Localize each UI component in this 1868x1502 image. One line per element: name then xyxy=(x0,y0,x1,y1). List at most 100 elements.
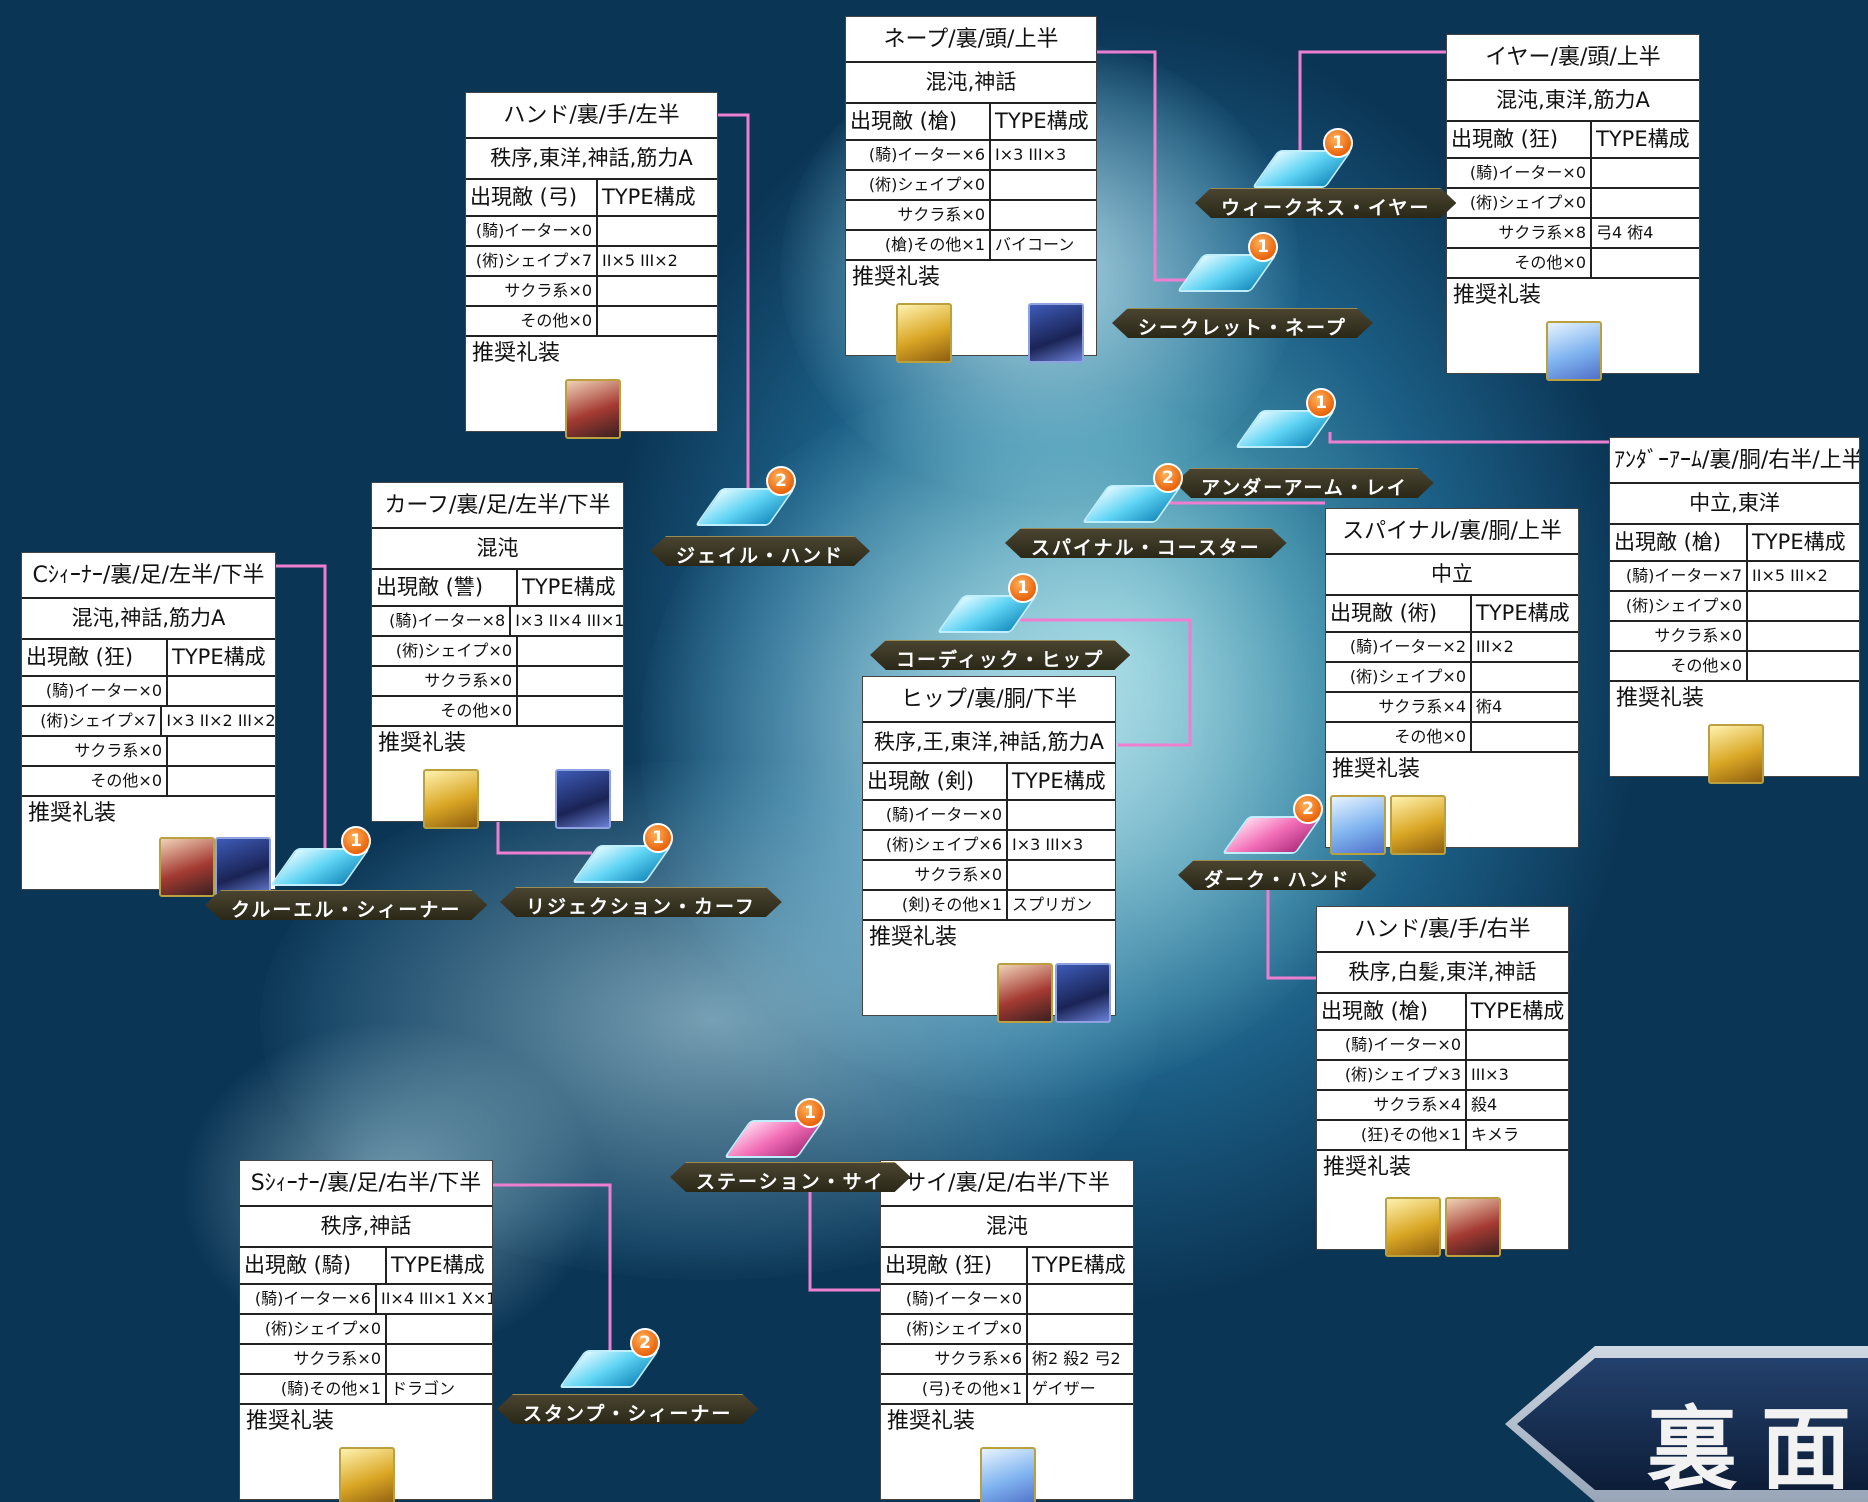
enemy-type: ゲイザー xyxy=(1032,1379,1096,1398)
node-label[interactable]: ダーク・ハンド xyxy=(1178,860,1377,890)
enemy-label: (術)シェイプ×0 xyxy=(846,171,991,199)
enemy-type: 弓4 術4 xyxy=(1596,223,1654,242)
card-title: Sｼｨｰﾅｰ/裏/足/右半/下半 xyxy=(240,1161,492,1207)
enemy-type xyxy=(168,737,176,765)
type-header: TYPE構成 xyxy=(1596,127,1690,151)
enemy-label: (騎)イーター×0 xyxy=(1447,159,1592,187)
node-label[interactable]: ジェイル・ハンド xyxy=(650,536,870,566)
enemy-type: II×4 III×1 X×1 xyxy=(380,1289,492,1308)
craft-essence-thumbnail[interactable] xyxy=(1055,963,1111,1023)
recommended-ce-label: 推奨礼装 xyxy=(887,1409,976,1434)
craft-essence-thumbnail[interactable] xyxy=(555,769,611,829)
craft-essence-thumbnail[interactable] xyxy=(1445,1197,1501,1257)
type-header: TYPE構成 xyxy=(1470,999,1565,1023)
enemy-label: (騎)イーター×6 xyxy=(846,141,991,169)
enemy-label: (騎)イーター×6 xyxy=(240,1285,377,1313)
enemy-type: III×2 xyxy=(1476,637,1514,656)
enemy-type xyxy=(991,171,999,199)
enemy-row: サクラ系×0 xyxy=(372,667,623,697)
type-header: TYPE構成 xyxy=(1752,530,1846,554)
craft-essence-thumbnail[interactable] xyxy=(1028,303,1084,363)
enemy-type xyxy=(1472,663,1480,691)
node-label[interactable]: アンダーアーム・レイ xyxy=(1175,468,1434,498)
card-title: Cｼｨｰﾅｰ/裏/足/左半/下半 xyxy=(22,553,275,599)
craft-essence-thumbnail[interactable] xyxy=(1707,724,1764,784)
craft-essence-thumbnail[interactable] xyxy=(159,837,215,897)
recommended-ce-section: 推奨礼装 xyxy=(1610,682,1859,790)
enemy-type xyxy=(1008,801,1016,829)
enemy-type xyxy=(991,201,999,229)
enemy-label: (騎)イーター×0 xyxy=(881,1285,1028,1313)
enemy-label: サクラ系×0 xyxy=(846,201,991,229)
craft-essence-thumbnail[interactable] xyxy=(997,963,1053,1023)
enemy-label: (剣)その他×1 xyxy=(863,891,1008,919)
recommended-ce-section: 推奨礼装 xyxy=(22,797,275,903)
card-header: 出現敵 (狂)TYPE構成 xyxy=(22,640,275,677)
card-traits: 秩序,白髪,東洋,神話 xyxy=(1317,953,1568,994)
craft-essence-thumbnail[interactable] xyxy=(1390,795,1446,855)
enemy-label: その他×0 xyxy=(466,307,598,335)
node-label[interactable]: リジェクション・カーフ xyxy=(500,887,782,917)
enemy-label: (騎)イーター×0 xyxy=(466,217,598,245)
enemy-label: サクラ系×0 xyxy=(240,1345,387,1373)
craft-essence-thumbnail[interactable] xyxy=(1385,1197,1441,1257)
node-label[interactable]: クルーエル・シィーナー xyxy=(205,890,487,920)
enemy-type: 術2 殺2 弓2 xyxy=(1032,1349,1121,1368)
enemy-label: (術)シェイプ×0 xyxy=(372,637,518,665)
card-traits: 秩序,王,東洋,神話,筋力A xyxy=(863,723,1115,764)
node-label[interactable]: ウィークネス・イヤー xyxy=(1195,188,1456,218)
enemy-label: サクラ系×0 xyxy=(1610,622,1748,650)
card-traits: 混沌,神話,筋力A xyxy=(22,599,275,640)
recommended-ce-label: 推奨礼装 xyxy=(1453,283,1542,308)
enemy-label: (術)シェイプ×0 xyxy=(1610,592,1748,620)
node-label[interactable]: スタンプ・シィーナー xyxy=(497,1394,758,1424)
type-header: TYPE構成 xyxy=(1012,769,1106,793)
node-label[interactable]: スパイナル・コースター xyxy=(1005,528,1287,558)
craft-essence-thumbnail[interactable] xyxy=(980,1447,1036,1502)
craft-essence-thumbnail[interactable] xyxy=(896,303,953,363)
card-title: スパイナル/裏/胴/上半 xyxy=(1326,509,1578,555)
face-label: 裏面 xyxy=(1647,1396,1868,1502)
enemy-type xyxy=(387,1315,395,1343)
recommended-ce-label: 推奨礼装 xyxy=(28,801,117,826)
node-count-badge: 1 xyxy=(1008,573,1038,603)
enemy-type xyxy=(1028,1315,1036,1343)
craft-essence-thumbnail[interactable] xyxy=(1546,321,1602,381)
craft-essence-thumbnail[interactable] xyxy=(339,1447,395,1502)
card-traits: 中立,東洋 xyxy=(1610,484,1859,525)
card-title: イヤー/裏/頭/上半 xyxy=(1447,35,1699,81)
recommended-ce-section: 推奨礼装 xyxy=(1326,753,1578,861)
enemy-label: (術)シェイプ×3 xyxy=(1317,1061,1467,1089)
enemy-label: サクラ系×0 xyxy=(466,277,598,305)
type-header: TYPE構成 xyxy=(391,1253,485,1277)
craft-essence-thumbnail[interactable] xyxy=(215,837,271,897)
type-header: TYPE構成 xyxy=(602,185,696,209)
node-count-badge: 1 xyxy=(643,823,673,853)
enemy-label: (術)シェイプ×0 xyxy=(1447,189,1592,217)
connector-line xyxy=(1266,885,1316,980)
craft-essence-thumbnail[interactable] xyxy=(1330,795,1386,855)
enemy-label: (騎)イーター×0 xyxy=(22,677,168,705)
craft-essence-thumbnail[interactable] xyxy=(422,769,479,829)
card-title: ヒップ/裏/胴/下半 xyxy=(863,677,1115,723)
enemy-label: (騎)イーター×0 xyxy=(1317,1031,1467,1059)
enemy-type: II×5 III×2 xyxy=(602,251,678,270)
card-header: 出現敵 (弓)TYPE構成 xyxy=(466,180,717,217)
node-label[interactable]: コーディック・ヒップ xyxy=(870,640,1130,670)
craft-essence-thumbnail[interactable] xyxy=(564,379,621,439)
card-title: ｱﾝﾀﾞｰｱｰﾑ/裏/胴/右半/上半 xyxy=(1610,438,1859,484)
node-label[interactable]: ステーション・サイ xyxy=(670,1162,911,1192)
stage-card-underarm: ｱﾝﾀﾞｰｱｰﾑ/裏/胴/右半/上半中立,東洋出現敵 (槍)TYPE構成(騎)イ… xyxy=(1609,437,1860,784)
recommended-ce-section: 推奨礼装 xyxy=(863,921,1115,1029)
recommended-ce-label: 推奨礼装 xyxy=(1323,1155,1412,1180)
enemy-type: III×3 xyxy=(1471,1065,1509,1084)
node-label[interactable]: シークレット・ネープ xyxy=(1112,308,1373,338)
